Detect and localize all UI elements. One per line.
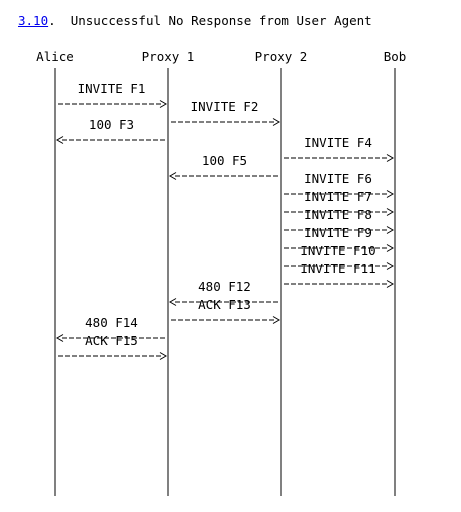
message: INVITE F1 <box>58 81 167 108</box>
message-arrow-head <box>159 352 167 360</box>
message: INVITE F9 <box>284 225 394 252</box>
message-arrow-head <box>169 298 177 306</box>
participant-label: Proxy 1 <box>142 49 195 64</box>
message-label: INVITE F6 <box>304 171 372 186</box>
message: INVITE F11 <box>284 261 394 288</box>
message-arrow-head <box>272 316 280 324</box>
message-label: ACK F13 <box>198 297 251 312</box>
message-arrow-head <box>386 208 394 216</box>
message: 480 F12 <box>169 279 278 306</box>
message: ACK F13 <box>171 297 280 324</box>
message-arrow-head <box>386 190 394 198</box>
message-arrow-head <box>386 154 394 162</box>
message-label: INVITE F2 <box>191 99 259 114</box>
message-arrow-head <box>272 118 280 126</box>
message-arrow-head <box>386 280 394 288</box>
message-arrow-head <box>56 136 64 144</box>
message-arrow-head <box>386 226 394 234</box>
message: INVITE F10 <box>284 243 394 270</box>
section-title: Unsuccessful No Response from User Agent <box>70 13 372 28</box>
participant-labels: Alice Proxy 1 Proxy 2 Bob <box>36 49 406 64</box>
message: INVITE F4 <box>284 135 394 162</box>
message-label: INVITE F1 <box>78 81 146 96</box>
message-arrow-head <box>159 100 167 108</box>
message-label: INVITE F9 <box>304 225 372 240</box>
message-label: 480 F12 <box>198 279 251 294</box>
message: ACK F15 <box>58 333 167 360</box>
message-arrow-head <box>56 334 64 342</box>
message-label: INVITE F7 <box>304 189 372 204</box>
message: INVITE F7 <box>284 189 394 216</box>
message-label: 100 F5 <box>202 153 247 168</box>
message: 100 F5 <box>169 153 278 180</box>
section-heading: 3.10. Unsuccessful No Response from User… <box>18 13 372 28</box>
participant-label: Proxy 2 <box>255 49 308 64</box>
message: INVITE F2 <box>171 99 280 126</box>
lifelines <box>54 68 396 496</box>
participant-label: Bob <box>384 49 407 64</box>
message: INVITE F6 <box>284 171 394 198</box>
message-label: INVITE F11 <box>300 261 375 276</box>
message-label: ACK F15 <box>85 333 138 348</box>
message-arrow-head <box>169 172 177 180</box>
message-label: INVITE F10 <box>300 243 375 258</box>
message-label: INVITE F4 <box>304 135 372 150</box>
messages: INVITE F1 INVITE F2 100 F3 INVITE F4 100 F5 I… <box>56 81 394 360</box>
message-arrow-head <box>386 262 394 270</box>
message: 100 F3 <box>56 117 165 144</box>
message: 480 F14 <box>56 315 165 342</box>
message-label: INVITE F8 <box>304 207 372 222</box>
message-arrow-head <box>386 244 394 252</box>
section-number-link[interactable]: 3.10 <box>18 13 49 28</box>
message-label: 480 F14 <box>85 315 138 330</box>
message: INVITE F8 <box>284 207 394 234</box>
participant-label: Alice <box>36 49 74 64</box>
message-label: 100 F3 <box>89 117 134 132</box>
